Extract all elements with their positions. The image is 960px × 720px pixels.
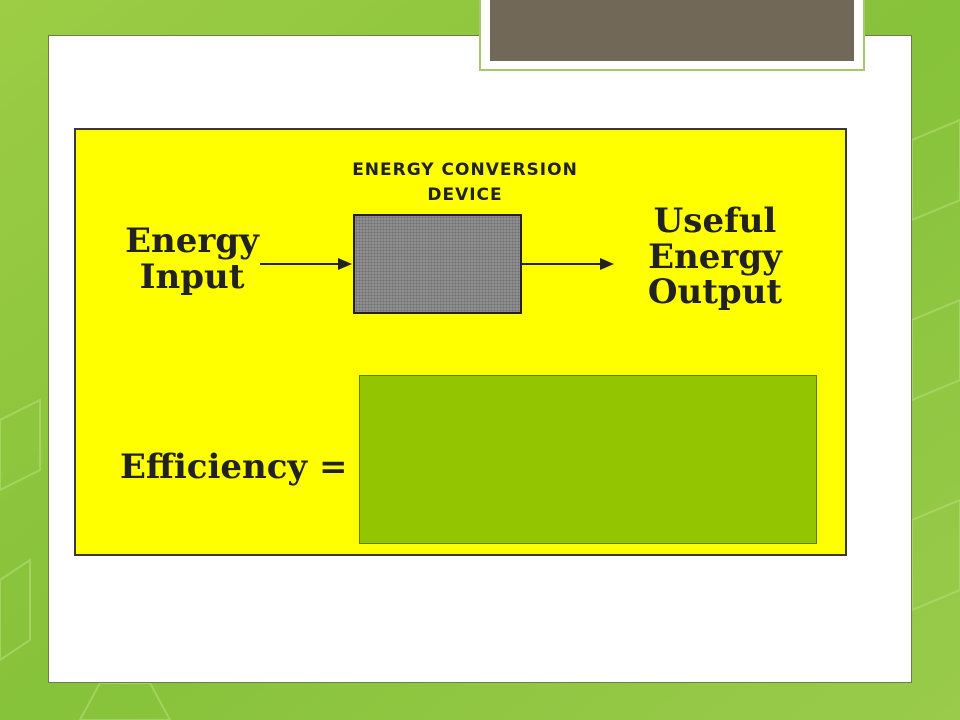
title-placeholder-tab bbox=[479, 0, 865, 71]
formula-cover-box bbox=[359, 375, 817, 544]
title-placeholder-bar bbox=[490, 0, 854, 61]
device-label: ENERGY CONVERSION DEVICE bbox=[352, 160, 578, 205]
energy-input-label: Energy Input bbox=[125, 221, 259, 297]
efficiency-label: Efficiency = bbox=[120, 447, 348, 487]
useful-energy-output-label: Useful Energy Output bbox=[647, 201, 783, 313]
conversion-device-box bbox=[353, 214, 522, 314]
